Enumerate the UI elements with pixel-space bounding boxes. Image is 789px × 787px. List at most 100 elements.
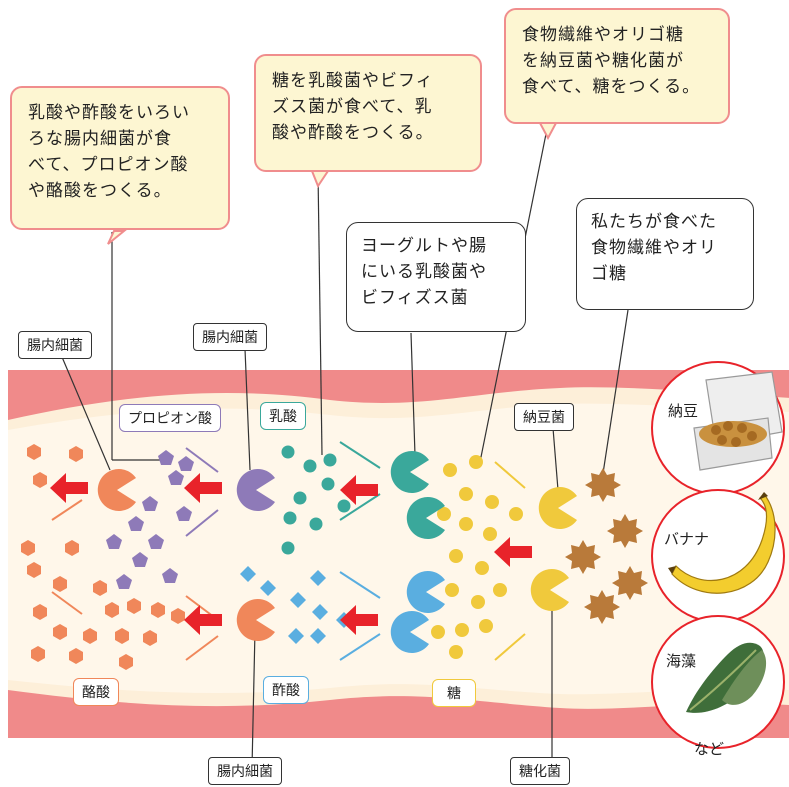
sugar-molecule bbox=[455, 623, 469, 637]
fiber-molecules bbox=[565, 468, 648, 624]
arrow-left-icon bbox=[50, 473, 88, 503]
propionic-molecule bbox=[178, 456, 194, 471]
box-line: ビフィズス菌 bbox=[361, 288, 469, 308]
acetic-bacterium-icon bbox=[406, 571, 445, 614]
sugar-molecule bbox=[445, 583, 459, 597]
acetic-molecule bbox=[312, 604, 328, 620]
box-food-fiber: 私たちが食べた 食物繊維やオリ ゴ糖 bbox=[576, 198, 754, 310]
lactic-molecule bbox=[337, 499, 351, 513]
callout-line: や酪酸をつくる。 bbox=[28, 181, 172, 201]
callout-line: 酸や酢酸をつくる。 bbox=[272, 123, 434, 143]
sugar-molecule bbox=[509, 507, 523, 521]
lactic-bacterium-icon bbox=[390, 451, 429, 493]
sugar-molecule bbox=[449, 645, 463, 659]
box-line: ヨーグルトや腸 bbox=[361, 236, 487, 256]
callout-line: ろな腸内細菌が食 bbox=[28, 129, 172, 149]
butyric-molecule bbox=[33, 472, 47, 488]
propionic-molecule bbox=[106, 534, 122, 549]
propionic-molecule bbox=[176, 506, 192, 521]
fiber-molecule bbox=[607, 514, 643, 548]
propionic-molecule bbox=[132, 552, 148, 567]
butyric-molecule bbox=[69, 648, 83, 664]
propionic-molecule bbox=[116, 574, 132, 589]
sugar-molecule bbox=[485, 495, 499, 509]
arrow-left-icon bbox=[184, 473, 222, 503]
propionic-molecule bbox=[158, 450, 174, 465]
butyric-molecule bbox=[151, 602, 165, 618]
butyric-molecule bbox=[27, 562, 41, 578]
acetic-molecule bbox=[310, 628, 326, 644]
butyric-molecule bbox=[31, 646, 45, 662]
propionic-molecule bbox=[168, 470, 184, 485]
butyric-molecule bbox=[53, 624, 67, 640]
box-line: 私たちが食べた bbox=[591, 212, 717, 232]
callout-line: を納豆菌や糖化菌が bbox=[522, 51, 684, 71]
butyric-molecule bbox=[83, 628, 97, 644]
bacteria bbox=[97, 451, 577, 653]
label-gut-bacteria-mid: 腸内細菌 bbox=[193, 323, 267, 351]
propionic-molecule bbox=[162, 568, 178, 583]
fiber-molecule bbox=[584, 590, 620, 624]
butyric-molecule bbox=[27, 444, 41, 460]
lactic-molecule bbox=[303, 459, 317, 473]
sugar-molecule bbox=[437, 507, 451, 521]
butyric-molecule bbox=[21, 540, 35, 556]
label-butyric-acid: 酪酸 bbox=[73, 678, 119, 706]
lactic-molecule bbox=[283, 511, 297, 525]
sugar-molecule bbox=[483, 527, 497, 541]
butyric-molecule bbox=[143, 630, 157, 646]
lactic-molecule bbox=[281, 541, 295, 555]
saccharifying-bacterium-icon bbox=[530, 568, 569, 611]
sugar-molecule bbox=[459, 517, 473, 531]
sugar-molecule bbox=[479, 619, 493, 633]
lactic-molecule bbox=[309, 517, 323, 531]
box-line: ゴ糖 bbox=[591, 264, 627, 284]
callout-line: 乳酸や酢酸をいろい bbox=[28, 103, 190, 123]
butyric-molecule bbox=[115, 628, 129, 644]
butyric-molecule bbox=[93, 580, 107, 596]
arrow-left-icon bbox=[340, 605, 378, 635]
acetic-molecule bbox=[240, 566, 256, 582]
propionic-molecule bbox=[142, 496, 158, 511]
butyric-acid-molecules bbox=[21, 444, 185, 670]
label-acetic-acid: 酢酸 bbox=[263, 676, 309, 704]
butyric-molecule bbox=[65, 540, 79, 556]
sugar-molecule bbox=[471, 595, 485, 609]
butyric-bacterium-icon bbox=[97, 469, 136, 511]
box-lactic-bacteria: ヨーグルトや腸 にいる乳酸菌や ビフィズス菌 bbox=[346, 222, 526, 332]
banana-icon bbox=[668, 492, 776, 594]
label-lactic-acid: 乳酸 bbox=[260, 402, 306, 430]
lactic-acid-molecules bbox=[281, 445, 351, 555]
lactic-bacterium-icon bbox=[406, 497, 445, 540]
acetic-molecule bbox=[260, 580, 276, 596]
callout-butyrate-production: 乳酸や酢酸をいろい ろな腸内細菌が食 べて、プロピオン酸 や酪酸をつくる。 bbox=[10, 86, 230, 230]
box-line: にいる乳酸菌や bbox=[361, 262, 487, 282]
callout-line: 食物繊維やオリゴ糖 bbox=[522, 25, 684, 45]
acetic-molecule bbox=[310, 570, 326, 586]
butyric-molecule bbox=[127, 598, 141, 614]
lactic-molecule bbox=[293, 491, 307, 505]
sugar-molecule bbox=[469, 455, 483, 469]
label-gut-bacteria-left: 腸内細菌 bbox=[18, 331, 92, 359]
sugar-molecule bbox=[449, 549, 463, 563]
butyric-molecule bbox=[105, 602, 119, 618]
butyric-molecule bbox=[171, 608, 185, 624]
arrow-left-icon bbox=[494, 537, 532, 567]
box-line: 食物繊維やオリ bbox=[591, 238, 717, 258]
callout-line: 食べて、糖をつくる。 bbox=[522, 77, 701, 97]
food-label-etc: など bbox=[694, 740, 725, 758]
butyric-molecule bbox=[33, 604, 47, 620]
callout-sugar-production: 食物繊維やオリゴ糖 を納豆菌や糖化菌が 食べて、糖をつくる。 bbox=[504, 8, 730, 124]
propionic-bacterium-icon bbox=[236, 469, 275, 511]
sugar-molecule bbox=[459, 487, 473, 501]
guide-lines bbox=[51, 441, 526, 661]
food-circles bbox=[651, 361, 785, 749]
sugar-molecule bbox=[493, 583, 507, 597]
seaweed-icon bbox=[686, 642, 767, 713]
lactic-molecule bbox=[281, 445, 295, 459]
sugar-molecules bbox=[431, 455, 523, 659]
callout-lactic-production: 糖を乳酸菌やビフィ ズス菌が食べて、乳 酸や酢酸をつくる。 bbox=[254, 54, 482, 172]
acetic-molecule bbox=[290, 592, 306, 608]
